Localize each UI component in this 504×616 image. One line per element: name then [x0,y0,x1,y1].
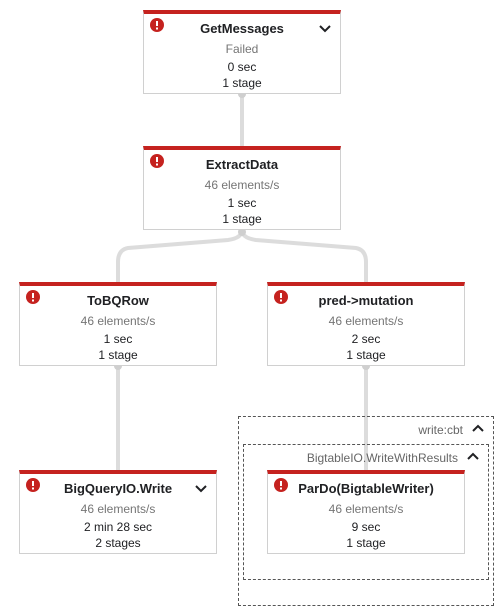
group-bigtable-write-with-results: BigtableIO.WriteWithResults [243,444,489,580]
step-stages: 2 stages [95,536,141,550]
step-extractdata[interactable]: ExtractData 46 elements/s 1 sec 1 stage [143,146,341,230]
step-time: 1 sec [103,332,133,346]
error-icon [26,478,40,492]
step-stages: 1 stage [222,212,262,226]
step-title: ExtractData [205,157,279,172]
step-title: BigQueryIO.Write [63,481,173,496]
step-title: ParDo(BigtableWriter) [298,481,434,496]
group-label: write:cbt [418,423,463,437]
error-icon [26,290,40,304]
chevron-down-icon[interactable] [318,22,332,36]
step-time: 1 sec [227,196,257,210]
edge-extractdata-tobqrow [116,228,244,284]
step-time: 9 sec [351,520,381,534]
step-stages: 1 stage [346,348,386,362]
step-bigqueryio-write[interactable]: BigQueryIO.Write 46 elements/s 2 min 28 … [19,470,217,554]
step-stages: 1 stage [346,536,386,550]
chevron-up-icon[interactable] [471,421,485,435]
group-write-cbt: write:cbt [238,416,494,606]
edge-port [238,228,246,236]
step-status: Failed [225,42,259,56]
step-title: ToBQRow [87,293,149,308]
group-label: BigtableIO.WriteWithResults [306,451,458,465]
error-icon [274,290,288,304]
step-time: 2 sec [351,332,381,346]
step-title: GetMessages [200,21,284,36]
step-status: 46 elements/s [328,502,404,516]
step-status: 46 elements/s [204,178,280,192]
step-pred-mutation[interactable]: pred->mutation 46 elements/s 2 sec 1 sta… [267,282,465,366]
step-time: 0 sec [227,60,257,74]
error-icon [150,154,164,168]
step-stages: 1 stage [222,76,262,90]
step-status: 46 elements/s [80,314,156,328]
step-stages: 1 stage [98,348,138,362]
step-status: 46 elements/s [80,502,156,516]
step-time: 2 min 28 sec [83,520,153,534]
step-pardo-bigtablewriter[interactable]: ParDo(BigtableWriter) 46 elements/s 9 se… [267,470,465,554]
chevron-up-icon[interactable] [466,449,480,463]
step-tobqrow[interactable]: ToBQRow 46 elements/s 1 sec 1 stage [19,282,217,366]
step-status: 46 elements/s [328,314,404,328]
step-getmessages[interactable]: GetMessages Failed 0 sec 1 stage [143,10,341,94]
error-icon [150,18,164,32]
step-title: pred->mutation [318,293,414,308]
chevron-down-icon[interactable] [194,482,208,496]
edge-extractdata-predmutation [240,228,368,284]
error-icon [274,478,288,492]
